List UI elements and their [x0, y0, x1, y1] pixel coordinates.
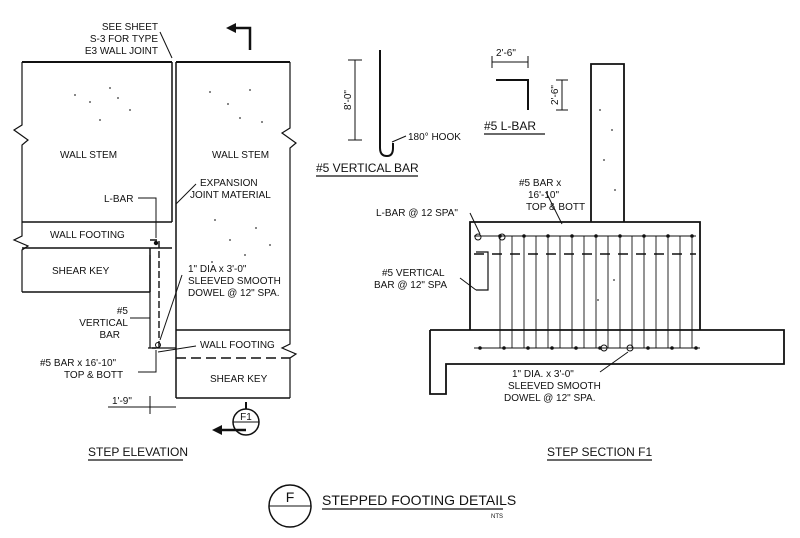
- dowel-line-1: 1" DIA x 3'-0": [188, 264, 247, 275]
- elevation-l-bar: [150, 239, 160, 349]
- vertical-bar-shape: [379, 50, 394, 158]
- section-vertical-bar-line-2: BAR @ 12" SPA: [374, 280, 447, 291]
- right-break-line: [280, 62, 297, 330]
- see-sheet-line-2: S-3 FOR TYPE: [90, 34, 158, 45]
- vb-dim-label: 8'-0": [343, 90, 354, 110]
- section-top-bar-circle: [498, 233, 506, 241]
- step-section: #5 BAR x 16'-10" TOP & BOTT L-BAR @ 12 S…: [374, 63, 785, 461]
- elevation-bar-line-1: #5 BAR x 16'-10": [40, 358, 117, 369]
- section-marker-arrowhead: [212, 425, 222, 435]
- section-title: STEP SECTION F1: [547, 445, 652, 459]
- dowel-line-2: SLEEVED SMOOTH: [188, 276, 281, 287]
- section-lower-footing: [429, 329, 785, 395]
- vertical-bar-line-3: BAR: [99, 330, 120, 341]
- vertical-bar-title: #5 VERTICAL BAR: [316, 161, 419, 175]
- l-bar-title: #5 L-BAR: [484, 119, 536, 133]
- hook-leader: [391, 135, 407, 143]
- l-bar-label: L-BAR: [104, 194, 133, 205]
- top-bott-leader: [138, 350, 157, 373]
- l-bar-detail: 2'-6" 2'-6" #5 L-BAR: [484, 48, 568, 135]
- sheet-title: STEPPED FOOTING DETAILS: [322, 492, 516, 508]
- expansion-joint-line-1: EXPANSION: [200, 178, 258, 189]
- wall-footing-left-label: WALL FOOTING: [50, 230, 125, 241]
- elevation-bar-dot-top: [153, 240, 159, 246]
- vertical-bar-line-1: #5: [117, 306, 129, 317]
- section-bar-line-2: 16'-10": [528, 190, 559, 201]
- dowel-line-3: DOWEL @ 12" SPA.: [188, 288, 280, 299]
- section-vertical-bar-leader: [459, 277, 477, 291]
- step-elevation: SEE SHEET S-3 FOR TYPE E3 WALL JOINT WAL…: [12, 22, 298, 461]
- right-footing-break-line: [280, 330, 298, 398]
- shear-key-left-label: SHEAR KEY: [52, 266, 110, 277]
- see-sheet-line-1: SEE SHEET: [102, 22, 158, 33]
- wall-stem-left-label: WALL STEM: [60, 150, 117, 161]
- bar-top-bott-leader: [157, 345, 197, 353]
- lb-v-dim-label: 2'-6": [550, 85, 561, 105]
- section-bar-line-3: TOP & BOTT: [526, 202, 585, 213]
- section-l-bar-label: L-BAR @ 12 SPA": [376, 208, 458, 219]
- elevation-bar-line-2: TOP & BOTT: [64, 370, 123, 381]
- shear-key-right-label: SHEAR KEY: [210, 374, 268, 385]
- section-dowel-line-2: SLEEVED SMOOTH: [508, 381, 601, 392]
- lb-h-dim-label: 2'-6": [496, 48, 516, 59]
- concrete-stipple: [74, 87, 271, 263]
- section-bar-leader: [545, 191, 563, 225]
- elevation-title: STEP ELEVATION: [88, 445, 188, 459]
- sheet-title-block: F STEPPED FOOTING DETAILS NTS: [268, 484, 516, 528]
- section-bar-line-1: #5 BAR x: [519, 178, 561, 189]
- left-break-line: [12, 62, 29, 222]
- vertical-bar-detail: 8'-0" 180° HOOK #5 VERTICAL BAR: [316, 50, 461, 177]
- elevation-bar-dot-bottom: [155, 342, 161, 348]
- see-sheet-leader: [159, 31, 173, 59]
- section-dowel-circle-2: [626, 344, 634, 352]
- left-footing-break-line: [12, 222, 30, 292]
- section-l-bar-leader: [469, 212, 481, 235]
- section-vertical-bar-line-1: #5 VERTICAL: [382, 268, 445, 279]
- title-marker-label: F: [286, 489, 295, 505]
- section-dowel-leader: [599, 351, 629, 373]
- expansion-leader: [175, 183, 197, 205]
- section-upper-footing: [469, 221, 701, 330]
- hook-label: 180° HOOK: [408, 132, 461, 143]
- step-dimension-label: 1'-9": [112, 396, 132, 407]
- vertical-bar-line-2: VERTICAL: [79, 318, 128, 329]
- view-direction-arrow: [232, 26, 252, 50]
- section-bar-dots: [478, 234, 698, 350]
- see-sheet-line-3: E3 WALL JOINT: [85, 46, 158, 57]
- view-arrow-head: [226, 23, 236, 33]
- section-vertical-bars: [499, 236, 693, 348]
- l-bar-leader: [138, 197, 157, 238]
- section-l-bar-circle: [474, 233, 482, 241]
- section-l-bar: [476, 251, 489, 291]
- section-dowel-line-3: DOWEL @ 12" SPA.: [504, 393, 596, 404]
- section-marker-label: F1: [240, 412, 252, 423]
- section-dowel-line-1: 1" DIA. x 3'-0": [512, 369, 574, 380]
- section-dowel-circle-1: [600, 344, 608, 352]
- scale-label: NTS: [491, 514, 503, 520]
- wall-stem-right-label: WALL STEM: [212, 150, 269, 161]
- section-wall-stem: [590, 63, 625, 222]
- dowel-leader: [159, 274, 183, 341]
- l-bar-shape: [496, 79, 529, 110]
- wall-footing-right-label: WALL FOOTING: [200, 340, 275, 351]
- section-stem-stipple: [597, 109, 616, 301]
- expansion-joint-line-2: JOINT MATERIAL: [190, 190, 271, 201]
